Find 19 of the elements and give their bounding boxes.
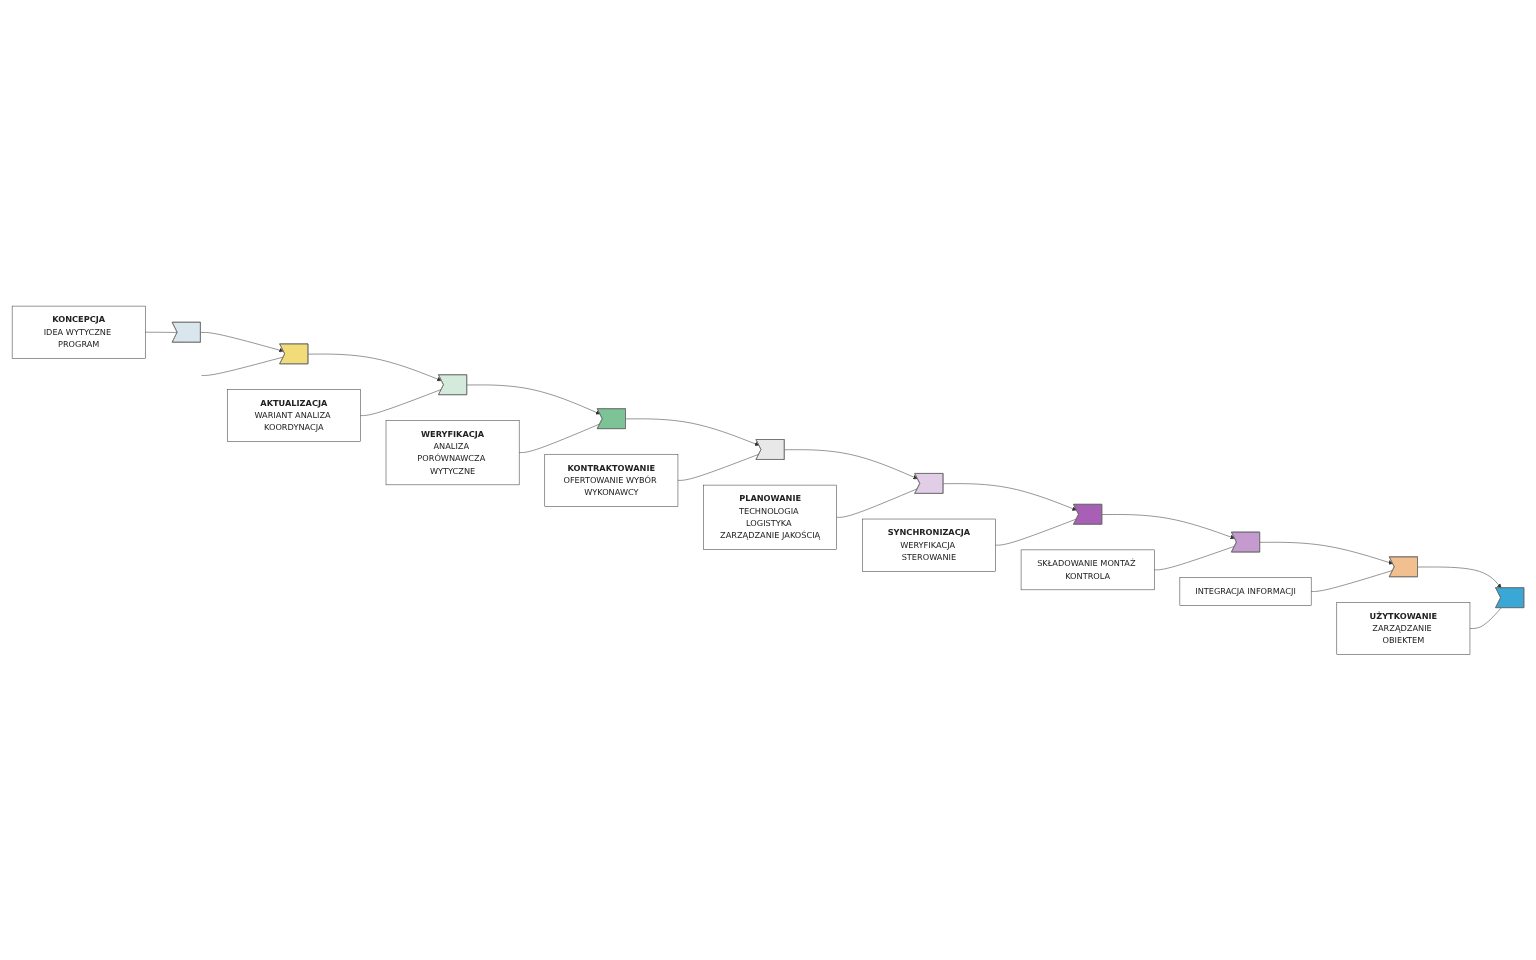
- node-box: [1020, 549, 1155, 590]
- connector: [518, 423, 601, 453]
- node-box: [1336, 601, 1471, 655]
- node-box: [11, 305, 146, 359]
- node-box: [385, 419, 520, 485]
- connector: [145, 331, 178, 333]
- node-box: [703, 484, 837, 550]
- connector: [995, 518, 1077, 546]
- node-box: [1179, 577, 1312, 606]
- connector: [360, 388, 442, 416]
- connector: [201, 356, 284, 376]
- connector: [1310, 569, 1394, 592]
- node-box: [862, 518, 996, 572]
- connector: [677, 453, 760, 481]
- connector: [1469, 607, 1502, 629]
- node-box: [544, 453, 679, 507]
- connector: [1154, 545, 1235, 570]
- node-box: [227, 388, 361, 442]
- connector: [836, 488, 918, 518]
